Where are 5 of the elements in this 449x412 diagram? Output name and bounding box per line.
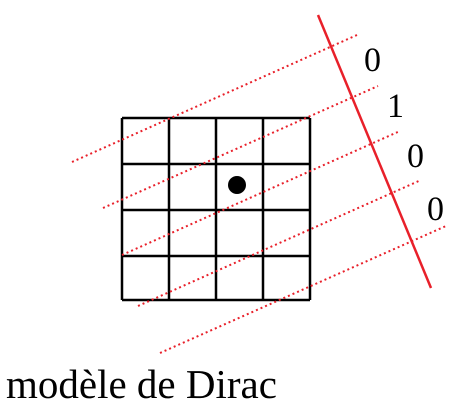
caption: modèle de Dirac xyxy=(6,362,277,406)
projection-value: 0 xyxy=(407,140,424,174)
projection-value: 1 xyxy=(387,90,404,124)
projection-value: 0 xyxy=(364,44,381,78)
projection-value: 0 xyxy=(427,193,444,227)
